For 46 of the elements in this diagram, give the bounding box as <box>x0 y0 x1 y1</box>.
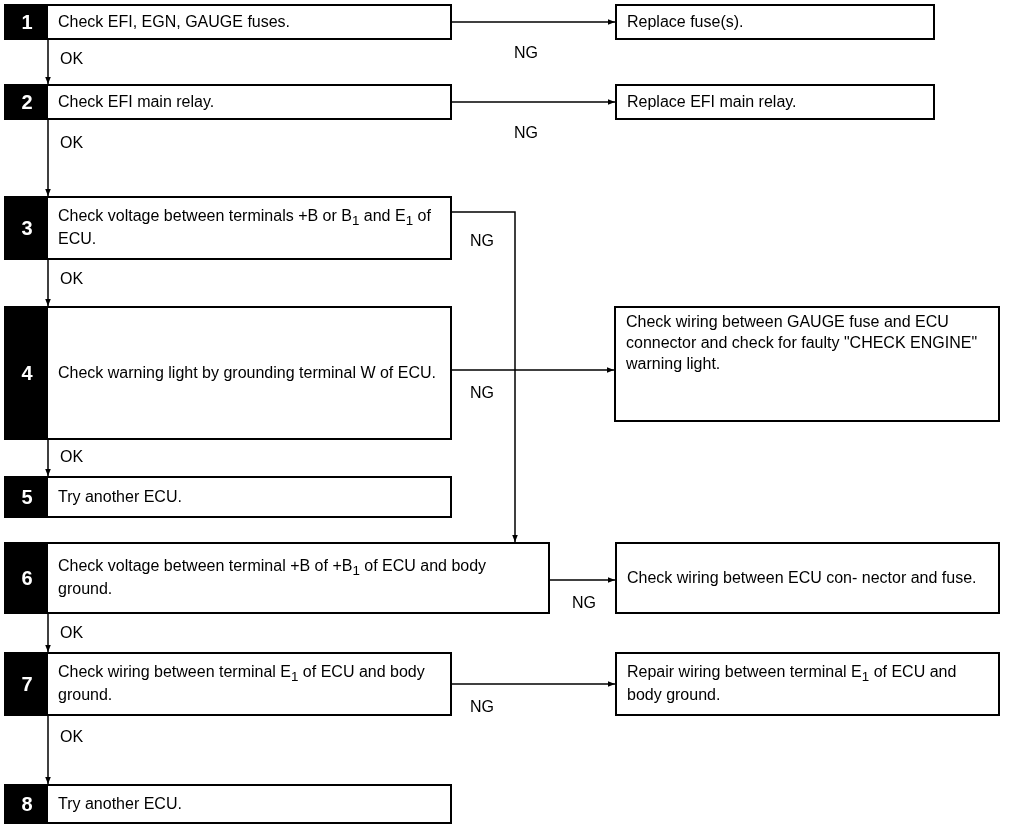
action-box <box>615 4 935 40</box>
step-text: Try another ECU. <box>57 486 183 507</box>
step-number: 5 <box>6 478 48 516</box>
step-text: Check EFI main relay. <box>57 91 216 112</box>
step-text: Check voltage between terminal +B of +B$_{1}$ of ECU and body ground. <box>57 555 488 600</box>
step-number: 4 <box>6 308 48 438</box>
action-text: Replace fuse(s). <box>626 11 745 32</box>
arrow <box>451 99 616 105</box>
action-box <box>615 84 935 120</box>
step-text: Check wiring between terminal E$_{1}$ of ECU and body ground. <box>57 661 426 706</box>
arrow <box>451 19 616 25</box>
action-text: Check wiring between GAUGE fuse and ECU connector and check for faulty "CHECK ENGINE" warning light. <box>625 312 979 374</box>
arrow <box>45 613 51 653</box>
step-number: 8 <box>6 786 48 822</box>
step-text: Check warning light by grounding terminal W of ECU. <box>57 362 437 383</box>
arrow <box>45 119 51 197</box>
step-box <box>4 542 550 614</box>
action-text: Check wiring between ECU con- nector and fuse. <box>626 567 978 588</box>
arrow <box>45 39 51 85</box>
arrow <box>45 715 51 785</box>
step-box <box>4 306 452 440</box>
arrow <box>45 259 51 307</box>
step-text: Try another ECU. <box>57 793 183 814</box>
step-number: 7 <box>6 654 48 714</box>
action-box <box>615 542 1000 614</box>
action-box <box>615 652 1000 716</box>
action-text: Repair wiring between terminal E$_{1}$ of ECU and body ground. <box>626 661 958 706</box>
arrow <box>451 681 616 687</box>
step-number: 6 <box>6 544 48 612</box>
step-box <box>4 84 452 120</box>
arrow <box>451 211 518 543</box>
step-box <box>4 784 452 824</box>
step-box <box>4 4 452 40</box>
action-box <box>614 306 1000 422</box>
arrow <box>549 577 616 583</box>
arrow <box>45 439 51 477</box>
arrow <box>451 367 615 373</box>
step-box <box>4 196 452 260</box>
step-number: 3 <box>6 198 48 258</box>
step-text: Check voltage between terminals +B or B$_{1}$ and E$_{1}$ of ECU. <box>57 205 432 250</box>
step-number: 2 <box>6 86 48 118</box>
step-box <box>4 476 452 518</box>
step-box <box>4 652 452 716</box>
step-text: Check EFI, EGN, GAUGE fuses. <box>57 11 292 32</box>
action-text: Replace EFI main relay. <box>626 91 798 112</box>
step-number: 1 <box>6 6 48 38</box>
